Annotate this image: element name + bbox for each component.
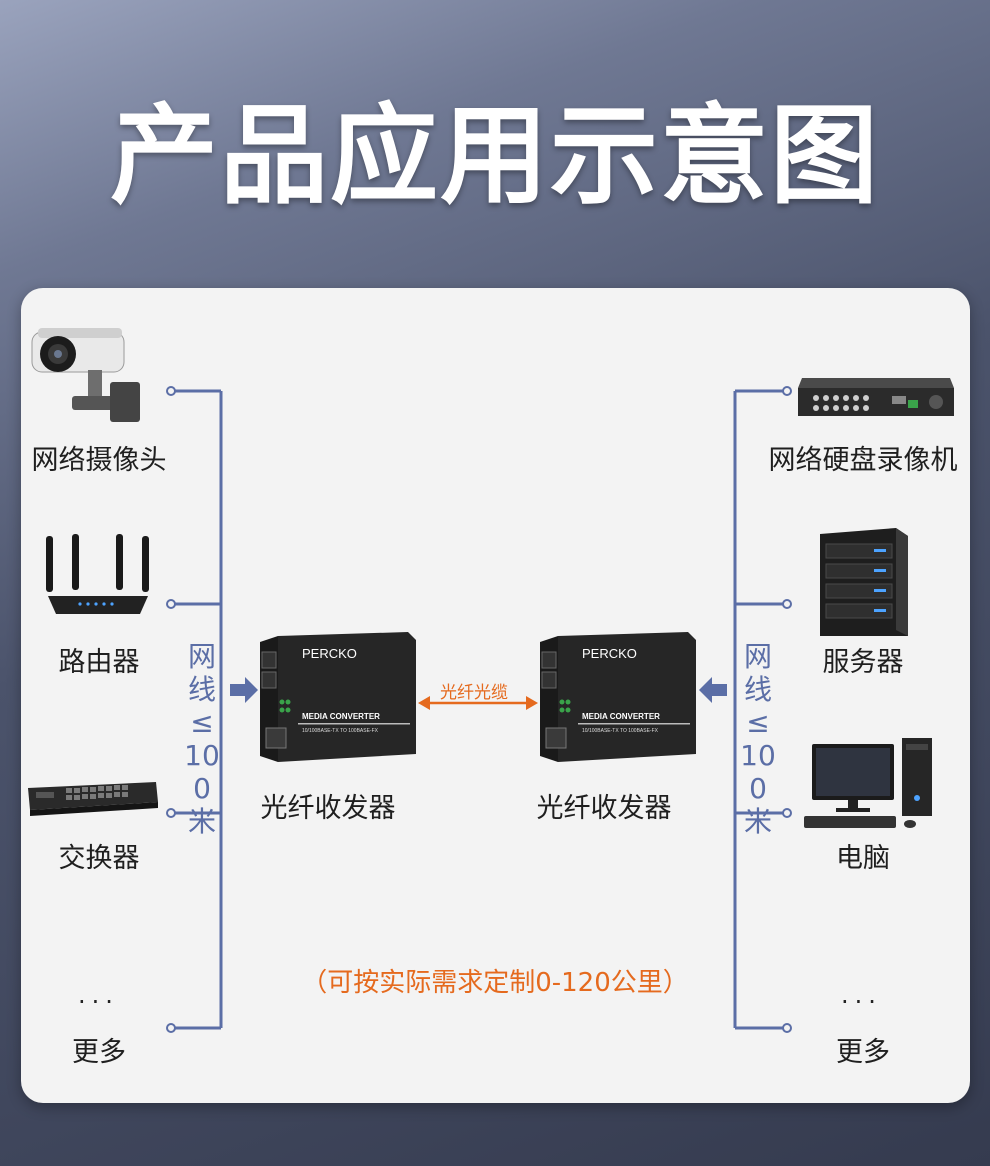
right-device-label-computer: 电脑 — [836, 843, 890, 874]
ip-camera-icon — [31, 328, 140, 422]
router-icon — [46, 534, 149, 614]
converter-brand: PERCKO — [582, 646, 637, 661]
more-dots-icon: ··· — [78, 988, 119, 1016]
converter-model: MEDIA CONVERTER — [582, 712, 660, 721]
diagram-panel — [21, 288, 970, 1103]
right-device-label-more: 更多 — [836, 1037, 890, 1068]
cable-limit-left: 网线≤100米 — [184, 640, 220, 838]
left-device-label-router: 路由器 — [58, 647, 140, 678]
converter-spec: 10/100BASE-TX TO 100BASE-FX — [302, 728, 378, 734]
computer-icon — [804, 738, 932, 828]
converter-right-label: 光纤收发器 — [536, 793, 672, 824]
cable-limit-right: 网线≤100米 — [740, 640, 776, 838]
converter-spec: 10/100BASE-TX TO 100BASE-FX — [582, 728, 658, 734]
left-device-label-camera: 网络摄像头 — [31, 445, 167, 476]
more-dots-icon: ··· — [841, 988, 882, 1016]
fiber-double-arrow — [418, 696, 538, 710]
left-device-label-switch: 交换器 — [58, 843, 140, 874]
left-device-label-more: 更多 — [72, 1037, 126, 1068]
media-converter-left: PERCKO MEDIA CONVERTER 10/100BASE-TX TO … — [258, 632, 418, 762]
distance-note: （可按实际需求定制0-120公里） — [301, 968, 689, 998]
converter-model: MEDIA CONVERTER — [302, 712, 380, 721]
arrow-right-in — [699, 677, 727, 703]
media-converter-right: PERCKO MEDIA CONVERTER 10/100BASE-TX TO … — [538, 632, 698, 762]
converter-left-label: 光纤收发器 — [260, 793, 396, 824]
network-switch-icon — [28, 782, 158, 816]
server-icon — [820, 528, 908, 636]
fiber-label: 光纤光缆 — [440, 683, 508, 703]
converter-brand: PERCKO — [302, 646, 357, 661]
arrow-left-in — [230, 677, 258, 703]
right-device-label-server: 服务器 — [822, 647, 904, 678]
page-title: 产品应用示意图 — [109, 94, 880, 219]
right-device-label-nvr: 网络硬盘录像机 — [768, 445, 958, 476]
nvr-icon — [798, 378, 954, 416]
